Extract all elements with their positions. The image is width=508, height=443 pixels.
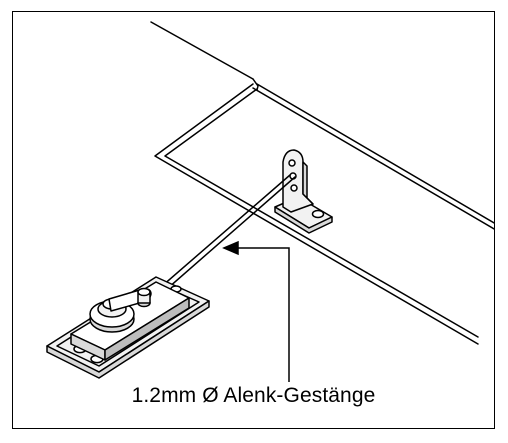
pushrod-caption: 1.2mm Ø Alenk-Gestänge bbox=[13, 384, 494, 408]
diagram-frame: 1.2mm Ø Alenk-Gestänge bbox=[12, 11, 495, 429]
diagram-canvas bbox=[46, 21, 494, 382]
leader-arrow bbox=[222, 240, 290, 382]
horn-hole-1 bbox=[288, 159, 296, 167]
panel-outline-inner bbox=[164, 88, 479, 338]
horn-base-plate-side bbox=[274, 206, 333, 234]
control-horn bbox=[274, 149, 333, 234]
wing-upper-edge-inner bbox=[252, 87, 494, 230]
wing-surface bbox=[150, 21, 494, 345]
horn-hole-3 bbox=[290, 184, 298, 192]
servo-mount-plate-side bbox=[46, 300, 210, 379]
servo-body-side bbox=[104, 297, 190, 361]
linkage-stopper-top bbox=[137, 287, 151, 297]
pushrod-label: 1.2mm Ø Alenk-Gestänge bbox=[127, 384, 380, 408]
horn-fin bbox=[282, 149, 314, 213]
horn-fin-side bbox=[302, 161, 314, 205]
panel-outline-outer bbox=[154, 83, 479, 345]
leader-line bbox=[234, 247, 290, 382]
servo bbox=[46, 276, 210, 379]
wing-upper-edge bbox=[256, 83, 494, 224]
horn-base-screw bbox=[311, 209, 325, 219]
leader-arrowhead bbox=[222, 240, 239, 256]
wing-top-edge-outer bbox=[150, 21, 254, 80]
